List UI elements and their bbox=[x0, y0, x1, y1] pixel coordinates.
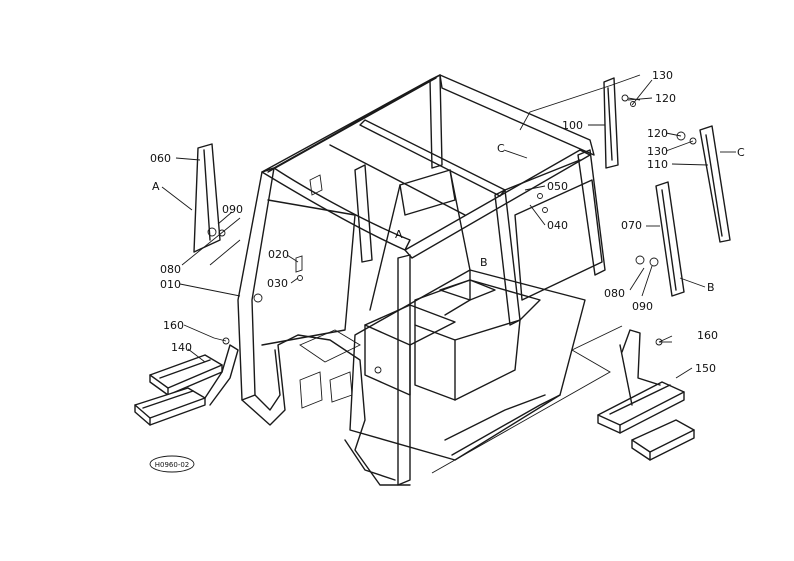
label-090-left: 090 bbox=[222, 203, 243, 216]
label-140: 140 bbox=[171, 341, 192, 354]
label-120-right: 120 bbox=[647, 127, 668, 140]
label-060: 060 bbox=[150, 152, 171, 165]
label-070: 070 bbox=[621, 219, 642, 232]
fasteners bbox=[213, 94, 697, 346]
pillar-cover-060 bbox=[193, 143, 221, 253]
ref-a-left: A bbox=[152, 180, 160, 193]
ref-b-center: B bbox=[480, 256, 488, 269]
label-090-right: 090 bbox=[632, 300, 653, 313]
label-130-top: 130 bbox=[652, 69, 673, 82]
label-100: 100 bbox=[562, 119, 583, 132]
pillar-cover-110 bbox=[699, 125, 731, 243]
drawing-code-stamp: H0960-02 bbox=[149, 455, 195, 473]
label-130-right: 130 bbox=[647, 145, 668, 158]
step-assembly-150 bbox=[597, 329, 695, 461]
main-frame bbox=[237, 74, 606, 486]
label-080-right: 080 bbox=[604, 287, 625, 300]
drawing-code: H0960-02 bbox=[155, 461, 190, 469]
label-080-left: 080 bbox=[160, 263, 181, 276]
ref-b-right: B bbox=[707, 281, 715, 294]
label-030: 030 bbox=[267, 277, 288, 290]
label-160-left: 160 bbox=[163, 319, 184, 332]
step-assembly-140 bbox=[134, 344, 239, 426]
leader-lines bbox=[161, 74, 736, 474]
part-labels: 130 120 100 120 130 110 C C 050 040 070 … bbox=[150, 69, 745, 375]
ref-c-center: C bbox=[497, 142, 505, 155]
pillar-cover-070 bbox=[649, 181, 685, 297]
label-110: 110 bbox=[647, 158, 668, 171]
label-020: 020 bbox=[268, 248, 289, 261]
label-040: 040 bbox=[547, 219, 568, 232]
label-050: 050 bbox=[547, 180, 568, 193]
label-010: 010 bbox=[160, 278, 181, 291]
ref-c-right: C bbox=[737, 146, 745, 159]
pillar-cover-100 bbox=[603, 77, 619, 169]
label-160-right: 160 bbox=[697, 329, 718, 342]
label-150: 150 bbox=[695, 362, 716, 375]
label-120-top: 120 bbox=[655, 92, 676, 105]
ref-a-center: A bbox=[395, 228, 403, 241]
